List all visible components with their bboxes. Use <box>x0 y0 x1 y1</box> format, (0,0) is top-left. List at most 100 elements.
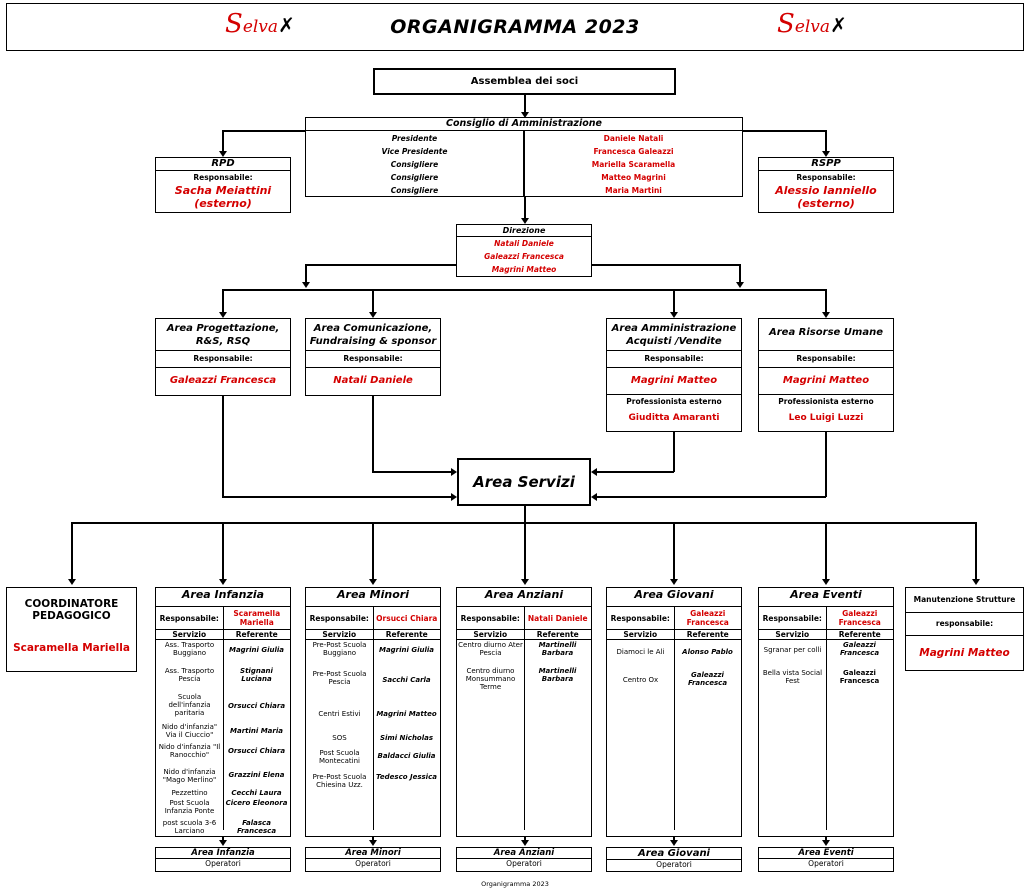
referent-name: Grazzini Elena <box>228 771 285 779</box>
list-item: SOS Simi Nicholas <box>306 730 440 748</box>
coordinatore-title: PEDAGOGICO <box>32 610 111 622</box>
service-name: SOS <box>332 734 347 742</box>
service-name: Ass. Trasporto Pescia <box>164 667 215 683</box>
operatori-box-anziani: Area Anziani Operatori <box>456 847 592 872</box>
rpd-label: Responsabile: <box>193 173 253 182</box>
area-title: Area Progettazione, <box>166 323 280 334</box>
panel-title: Area Eventi <box>759 588 893 607</box>
logo-figure-icon: ✗ <box>278 13 295 37</box>
direzione-title: Direzione <box>457 225 591 237</box>
service-name: Centro Ox <box>622 676 659 684</box>
logo-figure-icon: ✗ <box>830 13 847 37</box>
operatori-title: Area Eventi <box>759 848 893 859</box>
referent-name: Martini Maria <box>230 727 283 735</box>
col-referente: Referente <box>536 630 579 639</box>
operatori-title: Area Minori <box>306 848 440 859</box>
operatori-title: Area Anziani <box>457 848 591 859</box>
service-name: Ass. Trasporto Buggiano <box>164 641 215 657</box>
resp-label: Responsabile: <box>306 607 374 629</box>
external-name: Leo Luigi Luzzi <box>788 413 864 423</box>
service-name: Centro diurno Monsummano Terme <box>465 667 516 691</box>
rspp-external: (esterno) <box>797 197 855 210</box>
service-name: Nido d'infanzia "Il Ranocchio" <box>158 743 221 759</box>
logo-initial: S <box>225 9 243 39</box>
resp-name: Orsucci Chiara <box>376 613 438 623</box>
service-name: Pre-Post Scuola Pescia <box>312 670 367 686</box>
panel-area-eventi: Area Eventi Responsabile: Galeazzi Franc… <box>758 587 894 837</box>
direzione-member: Natali Daniele <box>494 239 554 248</box>
list-item: Nido d'infanzia "Il Ranocchio" Orsucci Ch… <box>156 742 290 762</box>
referent-name: Alonso Pablo <box>682 648 733 656</box>
operatori-box-giovani: Area Giovani Operatori <box>606 847 742 872</box>
resp-label: Responsabile: <box>156 607 224 629</box>
consiglio-box: Consiglio di Amministrazione Presidente … <box>305 117 743 197</box>
referent-name: Cecchi Laura <box>231 789 282 797</box>
member-name: Maria Martini <box>605 186 662 195</box>
panel-area-anziani: Area Anziani Responsabile: Natali Daniel… <box>456 587 592 837</box>
area-amministrazione-box: Area Amministrazione Acquisti /Vendite R… <box>606 318 742 432</box>
rspp-label: Responsabile: <box>796 173 856 182</box>
rspp-title: RSPP <box>759 158 893 171</box>
referent-name: Galeazzi Francesca <box>839 669 880 685</box>
col-referente: Referente <box>235 630 278 639</box>
resp-label: Responsabile: <box>607 351 741 368</box>
rpd-external: (esterno) <box>194 197 252 210</box>
referent-name: Martinelli Barbara <box>538 641 577 657</box>
col-servizio: Servizio <box>457 630 525 639</box>
list-item: Centro Ox Galeazzi Francesca <box>607 670 741 700</box>
service-name: Centri Estivi <box>318 710 361 718</box>
resp-label: Responsabile: <box>457 607 525 629</box>
operatori-title: Area Infanzia <box>156 848 290 859</box>
resp-name: Magrini Matteo <box>759 368 893 395</box>
operatori-box-infanzia: Area Infanzia Operatori <box>155 847 291 872</box>
referent-name: Simi Nicholas <box>379 734 434 742</box>
coordinatore-title: COORDINATORE <box>24 598 119 610</box>
page-title: ORGANIGRAMMA 2023 <box>390 16 640 38</box>
rspp-name: Alessio Ianniello <box>775 184 877 197</box>
referent-name: Orsucci Chiara <box>227 747 286 755</box>
col-servizio: Servizio <box>156 630 224 639</box>
referent-name: Orsucci Chiara <box>227 702 286 710</box>
resp-label: Responsabile: <box>156 351 290 368</box>
col-referente: Referente <box>838 630 881 639</box>
external-label: Professionista esterno <box>626 397 722 406</box>
panel-title: Area Minori <box>306 588 440 607</box>
service-name: Bella vista Social Fest <box>762 669 823 685</box>
resp-name: Galeazzi Francesca <box>838 609 881 627</box>
header-bar: Selva✗ ORGANIGRAMMA 2023 Selva✗ <box>6 3 1024 51</box>
manutenzione-title: Manutenzione Strutture <box>906 588 1023 613</box>
role-consigliere: Consigliere <box>390 186 439 195</box>
panel-title: Area Infanzia <box>156 588 290 607</box>
list-item: Bella vista Social Fest Galeazzi Francesc… <box>759 668 893 696</box>
consiglio-roles: Presidente Vice Presidente Consigliere C… <box>306 132 523 197</box>
referent-name: Magrini Giulia <box>378 646 435 654</box>
operatori-label: Operatori <box>205 859 241 868</box>
logo-initial: S <box>777 9 795 39</box>
service-name: Nido d'infanzia" Via il Ciuccio" <box>161 723 218 739</box>
operatori-label: Operatori <box>656 860 692 869</box>
resp-name: Scaramella Mariella <box>233 609 281 627</box>
resp-name: Natali Daniele <box>333 375 413 386</box>
role-consigliere: Consigliere <box>390 173 439 182</box>
referent-name: Galeazzi Francesca <box>687 671 728 687</box>
area-comunicazione-box: Area Comunicazione, Fundraising & sponso… <box>305 318 441 396</box>
direzione-member: Galeazzi Francesca <box>484 252 564 261</box>
area-risorse-box: Area Risorse Umane Responsabile: Magrini… <box>758 318 894 432</box>
panel-title: Area Anziani <box>457 588 591 607</box>
area-title: Area Amministrazione <box>611 323 737 334</box>
assemblea-box: Assemblea dei soci <box>373 68 676 95</box>
area-title: Fundraising & sponsor <box>309 336 437 347</box>
coordinatore-box: COORDINATORE PEDAGOGICO Scaramella Marie… <box>6 587 137 672</box>
operatori-label: Operatori <box>355 859 391 868</box>
service-name: Post Scuola Montecatini <box>318 749 361 765</box>
external-name: Giuditta Amaranti <box>628 413 720 423</box>
referent-name: Martinelli Barbara <box>538 667 577 683</box>
service-name: Post Scuola Infanzia Ponte <box>164 799 215 815</box>
